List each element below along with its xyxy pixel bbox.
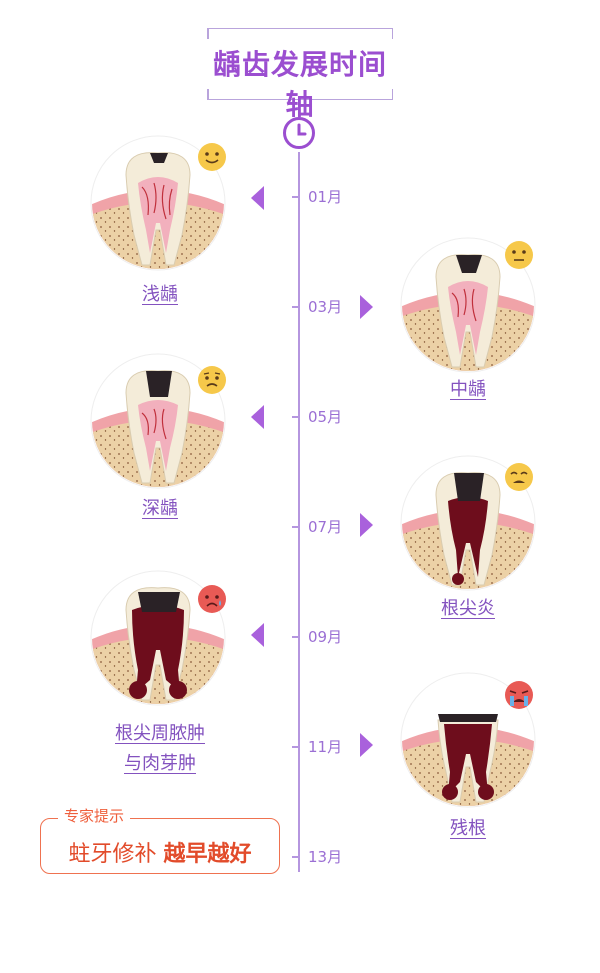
expert-tip: 专家提示 蛀牙修补 越早越好 bbox=[40, 804, 280, 874]
stage-label: 中龋 bbox=[418, 376, 518, 404]
stage-label: 根尖周脓肿 bbox=[90, 720, 230, 748]
stage-label: 根尖炎 bbox=[418, 595, 518, 623]
month-label: 13月 bbox=[308, 846, 342, 867]
arrow-left-icon bbox=[251, 623, 264, 647]
tip-tag: 专家提示 bbox=[58, 804, 130, 828]
month-label: 09月 bbox=[308, 626, 342, 647]
clock-icon bbox=[282, 116, 316, 150]
arrow-left-icon bbox=[251, 186, 264, 210]
stage-label: 残根 bbox=[418, 815, 518, 843]
stage-label: 浅龋 bbox=[110, 281, 210, 309]
sad-red-emoji-icon bbox=[197, 584, 227, 614]
tick bbox=[292, 636, 300, 638]
tick bbox=[292, 306, 300, 308]
timeline-axis bbox=[298, 152, 300, 872]
neutral-emoji-icon bbox=[504, 240, 534, 270]
tick bbox=[292, 856, 300, 858]
tick bbox=[292, 746, 300, 748]
month-label: 03月 bbox=[308, 296, 342, 317]
month-label: 01月 bbox=[308, 186, 342, 207]
month-label: 11月 bbox=[308, 736, 342, 757]
arrow-left-icon bbox=[251, 405, 264, 429]
worried-emoji-icon bbox=[197, 365, 227, 395]
arrow-right-icon bbox=[360, 295, 373, 319]
stage-label: 深龋 bbox=[110, 495, 210, 523]
tick bbox=[292, 416, 300, 418]
stage-label-line2: 与肉芽肿 bbox=[90, 750, 230, 778]
page-title: 龋齿发展时间轴 bbox=[207, 43, 393, 123]
title-frame: 龋齿发展时间轴 bbox=[207, 28, 393, 100]
month-label: 07月 bbox=[308, 516, 342, 537]
arrow-right-icon bbox=[360, 733, 373, 757]
weary-emoji-icon bbox=[504, 462, 534, 492]
tick bbox=[292, 196, 300, 198]
tip-text-part1: 蛀牙修补 bbox=[68, 842, 156, 867]
month-label: 05月 bbox=[308, 406, 342, 427]
tip-text-part2: 越早越好 bbox=[164, 842, 252, 867]
smile-emoji-icon bbox=[197, 142, 227, 172]
arrow-right-icon bbox=[360, 513, 373, 537]
tick bbox=[292, 526, 300, 528]
tip-text: 蛀牙修补 越早越好 bbox=[40, 836, 280, 868]
crying-red-emoji-icon bbox=[504, 680, 534, 710]
